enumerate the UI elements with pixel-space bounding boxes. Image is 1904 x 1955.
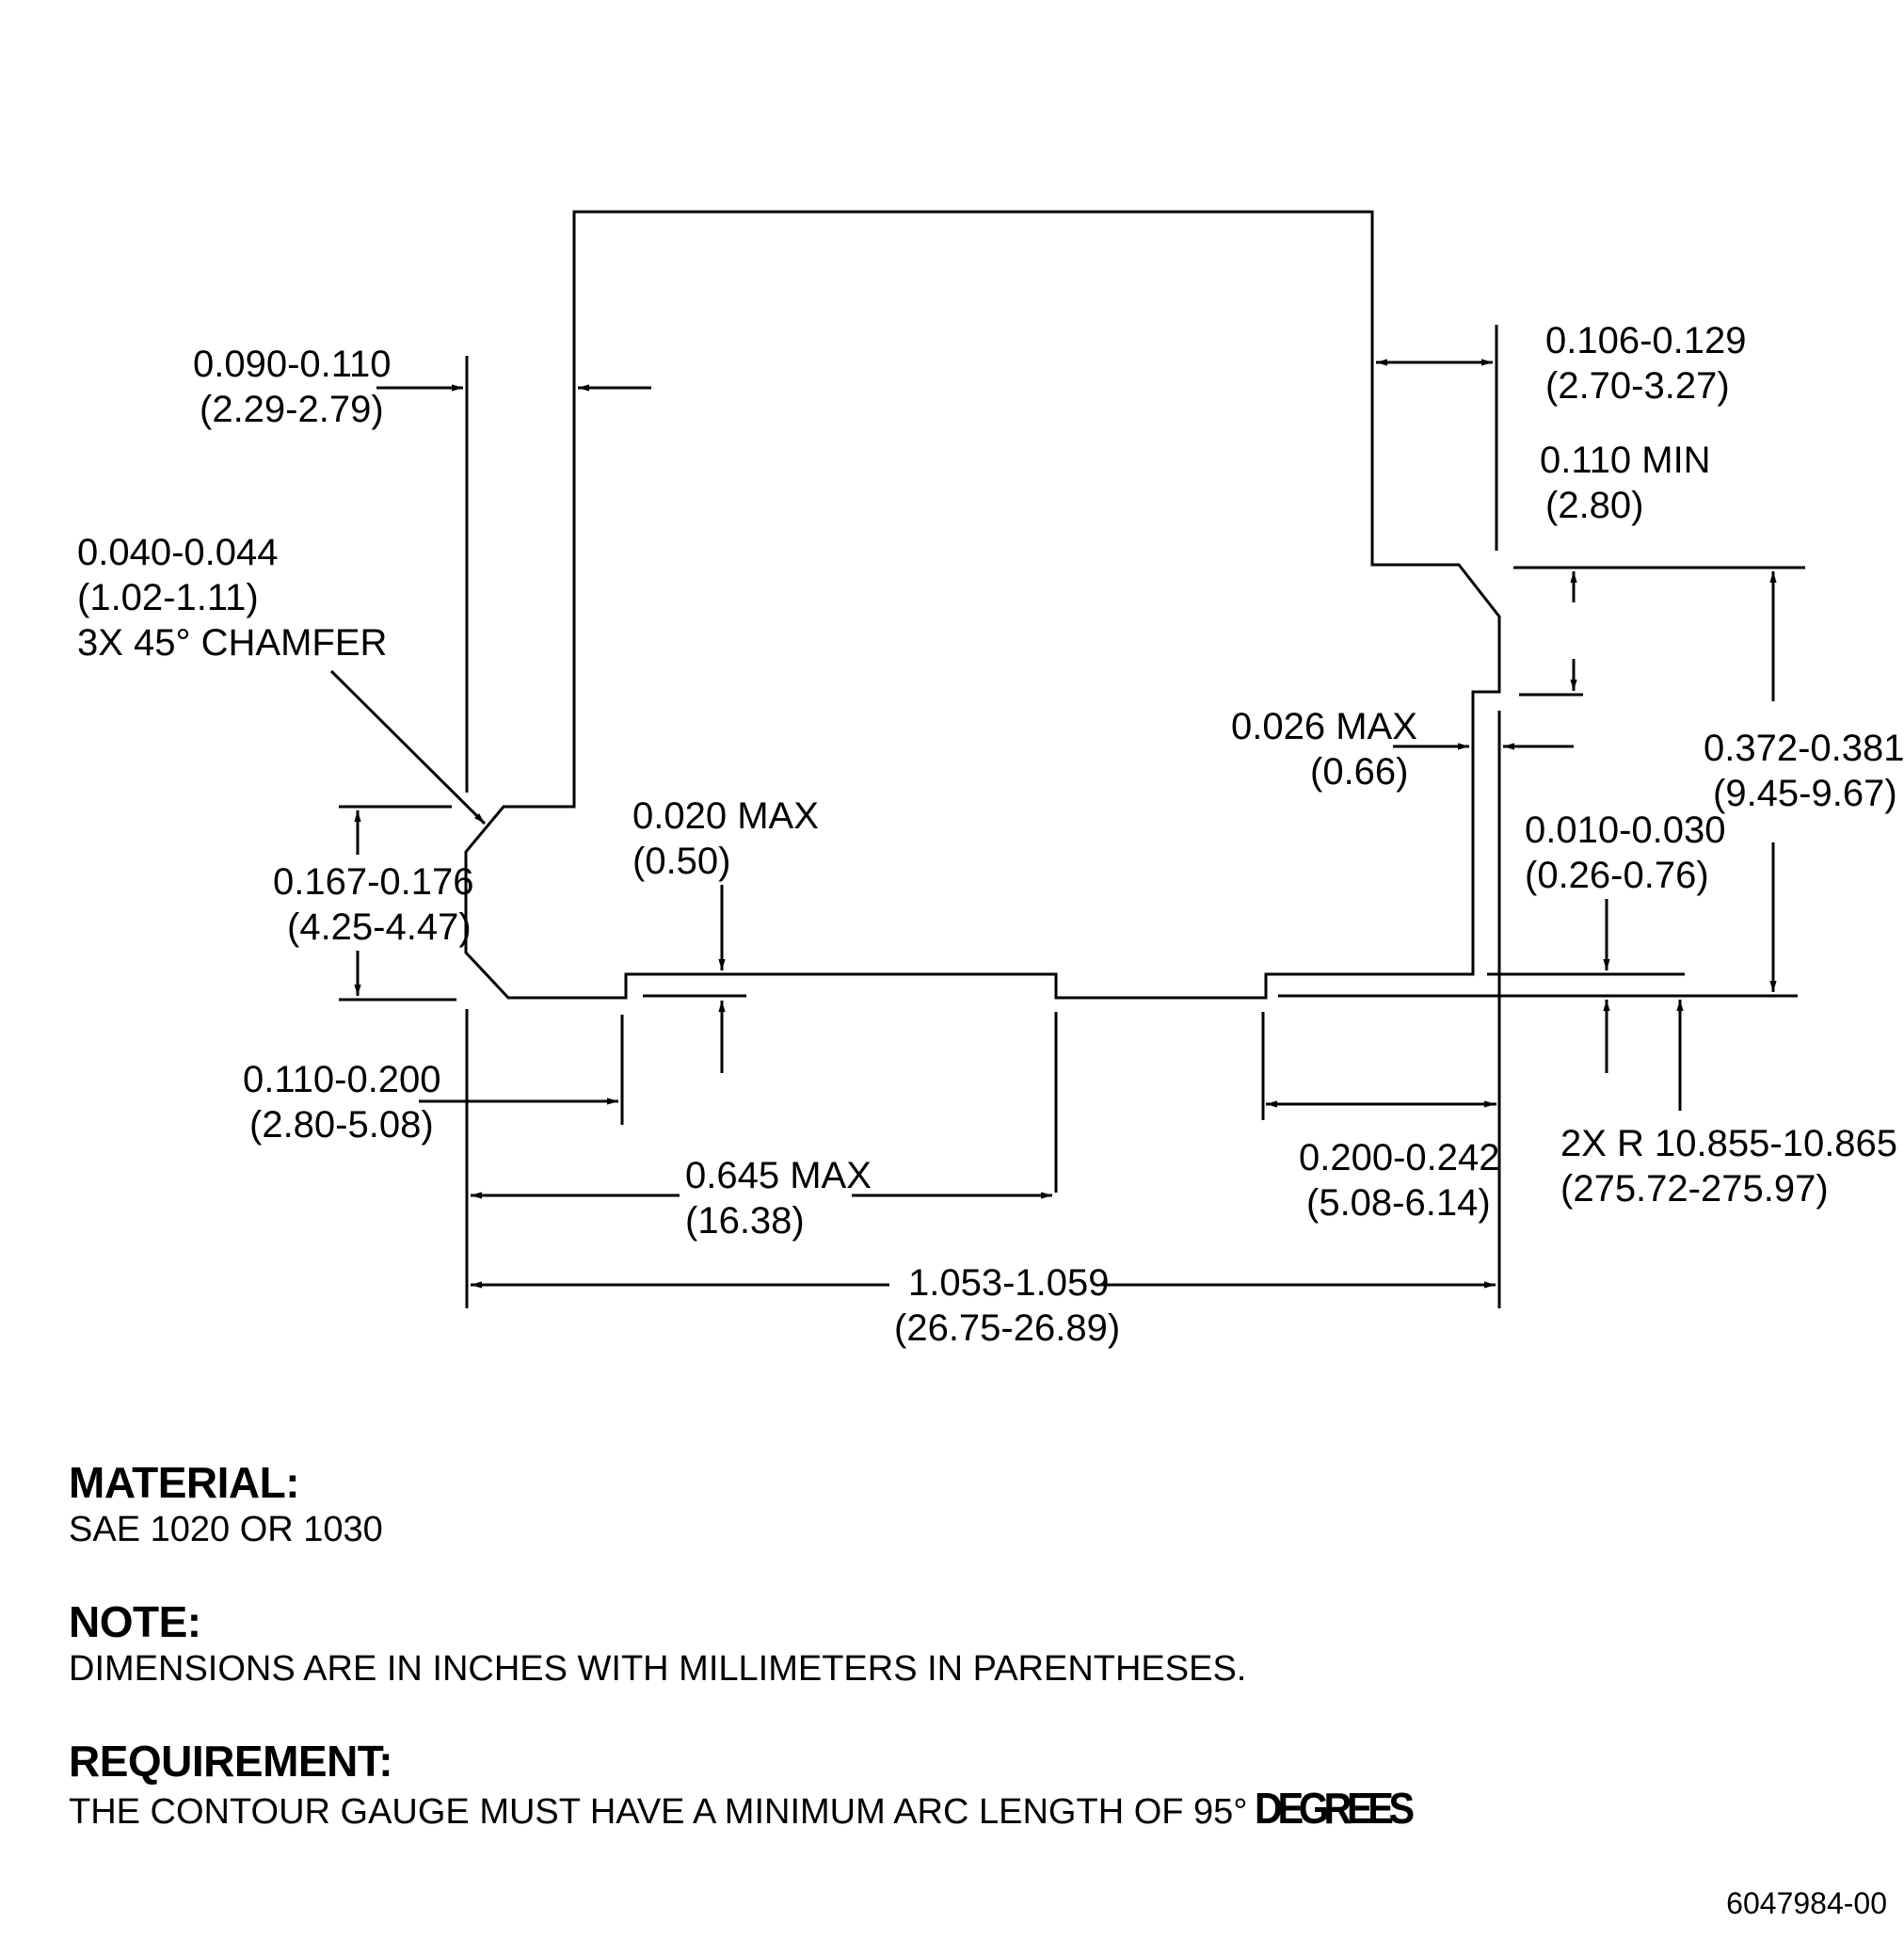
material-heading: MATERIAL: <box>69 1458 300 1507</box>
right-pad-length-mm: (5.08-6.14) <box>1306 1182 1491 1224</box>
left-step-offset-mm: (2.80-5.08) <box>249 1104 434 1146</box>
dimension-arrows <box>329 359 1777 1289</box>
requirement-obscured-word: DEGREES <box>1255 1784 1415 1833</box>
extension-lines <box>339 325 1805 1308</box>
right-step-gap-mm: (0.66) <box>1310 751 1409 793</box>
gauge-profile <box>464 210 1501 1000</box>
upper-left-wall-mm: (2.29-2.79) <box>200 389 384 430</box>
left-step-height-mm: (4.25-4.47) <box>287 906 472 948</box>
center-pad-depth-mm: (0.50) <box>632 841 731 882</box>
document-number: 6047984-00 <box>1726 1886 1887 1920</box>
notes-block: MATERIAL: SAE 1020 OR 1030 NOTE: DIMENSI… <box>69 1457 1857 1879</box>
upper-left-wall-inch: 0.090-0.110 <box>193 344 392 385</box>
dimension-labels: 0.090-0.110 (2.29-2.79) 0.040-0.044 (1.0… <box>77 320 1904 1349</box>
right-step-depth-inch: 0.010-0.030 <box>1525 809 1726 851</box>
right-chamfer-min-mm: (2.80) <box>1545 485 1644 526</box>
radius-inch: 2X R 10.855-10.865 <box>1560 1123 1897 1164</box>
center-pad-length-inch: 0.645 MAX <box>685 1155 872 1196</box>
radius-mm: (275.72-275.97) <box>1560 1168 1829 1210</box>
overall-length-inch: 1.053-1.059 <box>908 1262 1110 1304</box>
right-height-mm: (9.45-9.67) <box>1713 773 1897 814</box>
center-pad-length-mm: (16.38) <box>685 1200 805 1242</box>
chamfer-mm: (1.02-1.11) <box>77 577 259 618</box>
right-wall-inch: 0.106-0.129 <box>1545 320 1747 361</box>
requirement-heading: REQUIREMENT: <box>69 1737 393 1786</box>
right-height-inch: 0.372-0.381 <box>1704 728 1904 769</box>
right-wall-mm: (2.70-3.27) <box>1545 365 1730 407</box>
left-step-offset-inch: 0.110-0.200 <box>243 1059 441 1100</box>
right-chamfer-min-inch: 0.110 MIN <box>1540 440 1711 481</box>
note-text: DIMENSIONS ARE IN INCHES WITH MILLIMETER… <box>69 1649 1247 1689</box>
center-pad-depth-inch: 0.020 MAX <box>632 795 819 837</box>
right-pad-length-inch: 0.200-0.242 <box>1299 1137 1500 1178</box>
right-step-gap-inch: 0.026 MAX <box>1231 706 1417 747</box>
note-heading: NOTE: <box>69 1597 201 1646</box>
chamfer-inch: 0.040-0.044 <box>77 532 279 573</box>
left-step-height-inch: 0.167-0.176 <box>273 861 474 903</box>
requirement-line: THE CONTOUR GAUGE MUST HAVE A MINIMUM AR… <box>69 1787 1857 1834</box>
material-text: SAE 1020 OR 1030 <box>69 1510 383 1549</box>
right-step-depth-mm: (0.26-0.76) <box>1525 855 1709 896</box>
chamfer-note: 3X 45° CHAMFER <box>77 622 387 664</box>
overall-length-mm: (26.75-26.89) <box>894 1307 1120 1349</box>
requirement-text: THE CONTOUR GAUGE MUST HAVE A MINIMUM AR… <box>69 1792 1248 1832</box>
